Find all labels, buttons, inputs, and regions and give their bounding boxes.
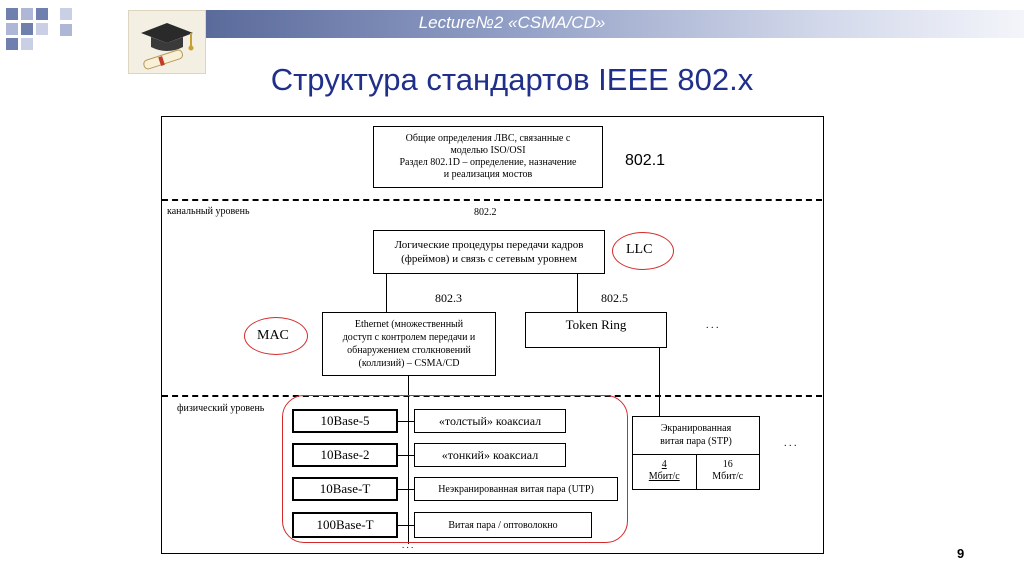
medium-label: «толстый» коаксиал (439, 414, 541, 429)
label-802-2: 802.2 (474, 207, 497, 218)
box-802-1-definitions: Общие определения ЛВС, связанные с модел… (373, 126, 603, 188)
stp-speed-4: 4 Мбит/с (633, 455, 697, 489)
layer-divider-top (162, 199, 822, 201)
standard-10base-t: 10Base-T (292, 477, 398, 501)
mac-label: MAC (257, 328, 289, 344)
connector-line (398, 421, 414, 422)
connector-line (577, 274, 578, 312)
medium-thick-coax: «толстый» коаксиал (414, 409, 566, 433)
standard-name: 10Base-T (320, 481, 371, 497)
llc-label: LLC (626, 242, 652, 258)
medium-label: Неэкранированная витая пара (UTP) (438, 484, 594, 495)
standard-name: 10Base-2 (320, 447, 369, 463)
box-ethernet-csma-cd: Ethernet (множественный доступ с контрол… (322, 312, 496, 376)
token-ring-label: Token Ring (566, 317, 627, 333)
standard-name: 100Base-T (316, 517, 373, 533)
label-802-3: 802.3 (435, 291, 462, 306)
medium-twisted-pair-fiber: Витая пара / оптоволокно (414, 512, 592, 538)
medium-label: «тонкий» коаксиал (442, 448, 538, 463)
ellipsis-bottom: . . . (402, 540, 413, 550)
decor-square (21, 38, 33, 50)
standard-100base-t: 100Base-T (292, 512, 398, 538)
medium-utp: Неэкранированная витая пара (UTP) (414, 477, 618, 501)
ellipsis-right-top: . . . (706, 320, 719, 331)
physical-layer-label: физический уровень (177, 403, 264, 414)
medium-thin-coax: «тонкий» коаксиал (414, 443, 566, 467)
box-llc-procedures: Логические процедуры передачи кадров (фр… (373, 230, 605, 274)
connector-line (398, 525, 414, 526)
decor-square (6, 38, 18, 50)
slide-title: Структура стандартов IEEE 802.x (0, 62, 1024, 98)
connector-line (398, 489, 414, 490)
label-802-5: 802.5 (601, 291, 628, 306)
stp-title: Экранированная витая пара (STP) (633, 417, 759, 455)
standard-10base-2: 10Base-2 (292, 443, 398, 467)
connector-line (659, 348, 660, 416)
stp-speed-16: 16 Мбит/с (697, 455, 760, 489)
standard-10base-5: 10Base-5 (292, 409, 398, 433)
data-link-layer-label: канальный уровень (167, 206, 250, 217)
label-802-1: 802.1 (625, 152, 665, 170)
box-stp: Экранированная витая пара (STP) 4 Мбит/с… (632, 416, 760, 490)
box-token-ring: Token Ring (525, 312, 667, 348)
ellipsis-right-bottom: . . . (784, 438, 797, 449)
page-number: 9 (957, 546, 964, 561)
medium-label: Витая пара / оптоволокно (448, 520, 557, 531)
connector-line (386, 274, 387, 312)
standard-name: 10Base-5 (320, 413, 369, 429)
connector-line (398, 455, 414, 456)
